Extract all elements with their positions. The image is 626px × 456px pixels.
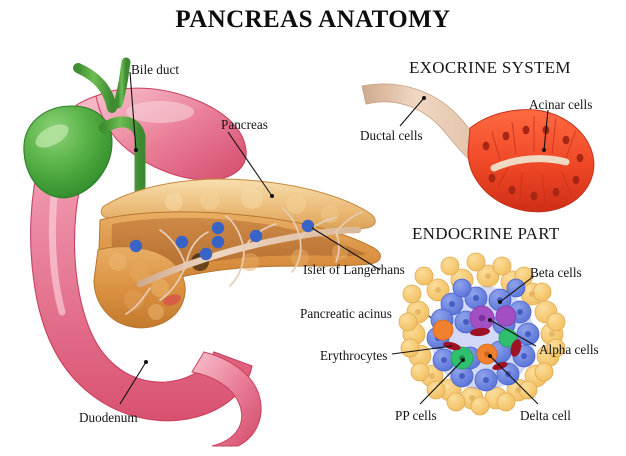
- alpha-cells-group: [469, 305, 517, 331]
- section-heading-endocrine: ENDOCRINE PART: [412, 224, 560, 243]
- islet-dots-group: [129, 219, 315, 261]
- organ-overview-group: [23, 57, 447, 447]
- islet-dot: [211, 221, 225, 235]
- pancreas-vessel: [163, 294, 181, 306]
- islet-dot: [199, 247, 213, 261]
- leader-delta-cell: [489, 355, 539, 405]
- duodenum-bulb-highlight: [126, 101, 194, 123]
- hepatic-duct-branch: [73, 63, 117, 113]
- leader-pancreas: [227, 131, 273, 197]
- acinar-cell-borders: [491, 116, 577, 207]
- islet-dot: [175, 235, 189, 249]
- beta-cell: [506, 278, 526, 298]
- label-beta-cells: Beta cells: [530, 265, 582, 280]
- delta-cell: [432, 319, 454, 341]
- endocrine-diagram-group: [391, 252, 566, 416]
- leader-islet: [311, 227, 381, 271]
- leader-lines-exocrine: [399, 97, 549, 151]
- hepatic-duct-branch-2: [113, 57, 131, 109]
- leader-lines-endocrine: [391, 275, 539, 405]
- label-ductal-cells: Ductal cells: [360, 128, 423, 143]
- leader-beta-cells: [499, 275, 535, 303]
- pancreatic-duct-main: [136, 226, 362, 288]
- page-title: PANCREAS ANATOMY: [175, 6, 451, 33]
- label-pancreas: Pancreas: [221, 117, 268, 132]
- leader-pp-cells: [419, 359, 464, 405]
- pp-cell: [498, 328, 518, 348]
- islet-dot: [211, 235, 225, 249]
- leader-ductal-cells: [399, 97, 425, 127]
- leader-acinar-cells: [543, 109, 549, 151]
- pp-cells-group: [450, 328, 518, 370]
- duodenum-shape: [30, 95, 253, 422]
- leader-alpha-cells: [489, 319, 537, 347]
- exocrine-diagram-group: [361, 83, 595, 213]
- section-heading-exocrine: EXOCRINE SYSTEM: [409, 58, 571, 77]
- duodenum-descending: [191, 351, 262, 447]
- acinus-lumen: [490, 155, 570, 172]
- label-pp-cells: PP cells: [395, 408, 437, 423]
- leader-erythrocytes: [391, 345, 453, 355]
- label-duodenum: Duodenum: [79, 410, 138, 425]
- islet-dot: [301, 219, 315, 233]
- bile-duct-shape: [98, 116, 146, 254]
- pancreatic-duct-branches: [125, 207, 363, 315]
- gallbladder-highlight: [35, 124, 69, 148]
- alpha-cell: [495, 305, 517, 327]
- label-acinar-cells: Acinar cells: [529, 97, 593, 112]
- islet-dot: [129, 239, 143, 253]
- label-bile-duct: Bile duct: [131, 62, 179, 77]
- erythrocyte: [470, 327, 490, 337]
- label-islet-of-langerhans: Islet of Langerhans: [303, 262, 405, 277]
- erythrocyte: [510, 339, 522, 357]
- label-alpha-cells: Alpha cells: [539, 342, 599, 357]
- label-erythrocytes: Erythrocytes: [320, 348, 388, 363]
- gallbladder-shape: [23, 105, 113, 199]
- leader-bile-duct: [129, 71, 137, 151]
- islet-dot: [249, 229, 263, 243]
- label-delta-cell: Delta cell: [520, 408, 571, 423]
- leader-duodenum: [119, 361, 147, 405]
- beta-cell: [452, 278, 472, 298]
- label-pancreatic-acinus: Pancreatic acinus: [300, 306, 392, 321]
